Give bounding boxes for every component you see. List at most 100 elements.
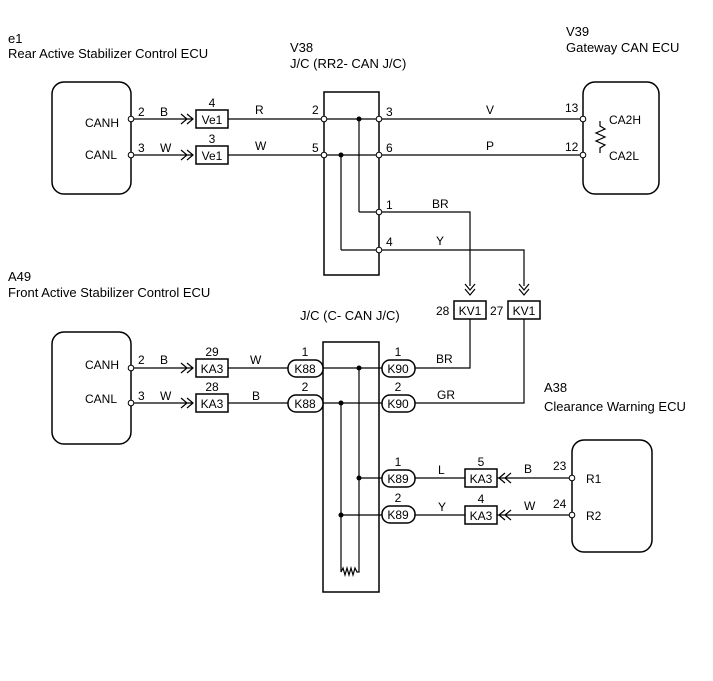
connector-arrow-icon bbox=[180, 397, 188, 409]
k89-a-label: K89 bbox=[387, 472, 409, 486]
wire-color-w: W bbox=[160, 389, 172, 403]
ka3-c-label: KA3 bbox=[470, 472, 493, 486]
connector-ka3-b bbox=[195, 393, 229, 413]
ecu-a38-box bbox=[571, 439, 653, 553]
connector-arrow-icon bbox=[498, 472, 506, 484]
e1-name: Rear Active Stabilizer Control ECU bbox=[8, 46, 208, 61]
a38-name: Clearance Warning ECU bbox=[544, 399, 686, 414]
a49-canh-pin: 2 bbox=[138, 353, 145, 367]
pin-circle bbox=[579, 115, 587, 123]
v39-code: V39 bbox=[566, 24, 589, 39]
a49-canl-pin: 3 bbox=[138, 389, 145, 403]
ka3-c-pin: 5 bbox=[478, 455, 485, 469]
ve1-b-pin: 3 bbox=[209, 132, 216, 146]
connector-k88-b bbox=[287, 394, 324, 413]
v38-pin-3: 3 bbox=[386, 105, 393, 119]
wire-color-w: W bbox=[250, 353, 262, 367]
v39-pin-13: 13 bbox=[565, 101, 579, 115]
a49-code: A49 bbox=[8, 269, 31, 284]
connector-ka3-a bbox=[195, 358, 229, 378]
wire-color-p: P bbox=[486, 139, 494, 153]
kv1-b-pin: 27 bbox=[490, 304, 504, 318]
k90-b-label: K90 bbox=[387, 397, 409, 411]
wire-color-br: BR bbox=[436, 352, 453, 366]
connector-arrow-icon bbox=[186, 113, 194, 125]
a38-r2-label: R2 bbox=[586, 509, 602, 523]
k88-b-pin: 2 bbox=[302, 380, 309, 394]
ka3-b-label: KA3 bbox=[201, 397, 224, 411]
v39-pin-12: 12 bbox=[565, 140, 579, 154]
ve1-b-label: Ve1 bbox=[202, 149, 223, 163]
pin-circle bbox=[568, 474, 576, 482]
a38-pin-24: 24 bbox=[553, 497, 567, 511]
connector-arrow-icon bbox=[504, 472, 512, 484]
connector-k88-a bbox=[287, 359, 324, 378]
pin-circle bbox=[375, 208, 383, 216]
k88-b-label: K88 bbox=[294, 397, 316, 411]
v38-pin-4: 4 bbox=[386, 235, 393, 249]
connector-arrow-icon bbox=[518, 283, 530, 291]
wire-br-mid bbox=[415, 319, 471, 369]
k90-a-label: K90 bbox=[387, 362, 409, 376]
wire-color-b: B bbox=[524, 462, 532, 476]
termination-resistor-icon bbox=[594, 121, 607, 153]
connector-ka3-c bbox=[464, 468, 498, 488]
pin-circle bbox=[127, 115, 135, 123]
v38-pin-1: 1 bbox=[386, 198, 393, 212]
v38-pin-6: 6 bbox=[386, 141, 393, 155]
wire-color-v: V bbox=[486, 103, 494, 117]
connector-arrow-icon bbox=[186, 397, 194, 409]
connector-arrow-icon bbox=[464, 283, 476, 291]
ve1-a-label: Ve1 bbox=[202, 113, 223, 127]
pin-circle bbox=[579, 151, 587, 159]
jc-v38-box bbox=[323, 91, 380, 276]
k89-b-label: K89 bbox=[387, 508, 409, 522]
v38-pin-2: 2 bbox=[312, 103, 319, 117]
kv1-a-label: KV1 bbox=[459, 304, 482, 318]
wire-color-w2: W bbox=[255, 139, 267, 153]
pin-circle bbox=[320, 151, 328, 159]
pin-circle bbox=[375, 151, 383, 159]
connector-ka3-d bbox=[464, 505, 498, 525]
k89-a-pin: 1 bbox=[395, 455, 402, 469]
ka3-a-label: KA3 bbox=[201, 362, 224, 376]
k88-a-pin: 1 bbox=[302, 345, 309, 359]
pin-circle bbox=[375, 246, 383, 254]
wire-color-gr: GR bbox=[437, 388, 455, 402]
connector-arrow-icon bbox=[180, 362, 188, 374]
wire-gr-mid bbox=[415, 319, 525, 404]
ve1-a-pin: 4 bbox=[209, 96, 216, 110]
wire-color-w: W bbox=[160, 141, 172, 155]
ccan-name: J/C (C- CAN J/C) bbox=[300, 308, 400, 323]
v39-ca2l-label: CA2L bbox=[609, 149, 639, 163]
pin-circle bbox=[320, 115, 328, 123]
wire-br-top bbox=[379, 211, 471, 286]
a38-r1-label: R1 bbox=[586, 472, 602, 486]
jc-ccan-box bbox=[322, 341, 380, 593]
e1-canl-pin: 3 bbox=[138, 141, 145, 155]
e1-canh-pin: 2 bbox=[138, 105, 145, 119]
a49-canh-label: CANH bbox=[85, 358, 119, 372]
v39-ca2h-label: CA2H bbox=[609, 113, 641, 127]
a49-canl-label: CANL bbox=[85, 392, 117, 406]
connector-ve1-a bbox=[195, 109, 229, 129]
wire-color-br: BR bbox=[432, 197, 449, 211]
a38-pin-23: 23 bbox=[553, 459, 567, 473]
v38-name: J/C (RR2- CAN J/C) bbox=[290, 56, 406, 71]
ka3-d-pin: 4 bbox=[478, 492, 485, 506]
e1-canl-label: CANL bbox=[85, 148, 117, 162]
wire-y-top bbox=[379, 249, 525, 286]
connector-arrow-icon bbox=[180, 149, 188, 161]
v38-code: V38 bbox=[290, 40, 313, 55]
wire-color-b: B bbox=[160, 353, 168, 367]
v38-pin-5: 5 bbox=[312, 141, 319, 155]
connector-arrow-icon bbox=[186, 362, 194, 374]
e1-canh-label: CANH bbox=[85, 116, 119, 130]
wire-color-l: L bbox=[438, 463, 445, 477]
ka3-b-pin: 28 bbox=[205, 380, 219, 394]
connector-k89-a bbox=[381, 469, 416, 488]
k90-a-pin: 1 bbox=[395, 345, 402, 359]
ka3-a-pin: 29 bbox=[205, 345, 219, 359]
pin-circle bbox=[375, 115, 383, 123]
